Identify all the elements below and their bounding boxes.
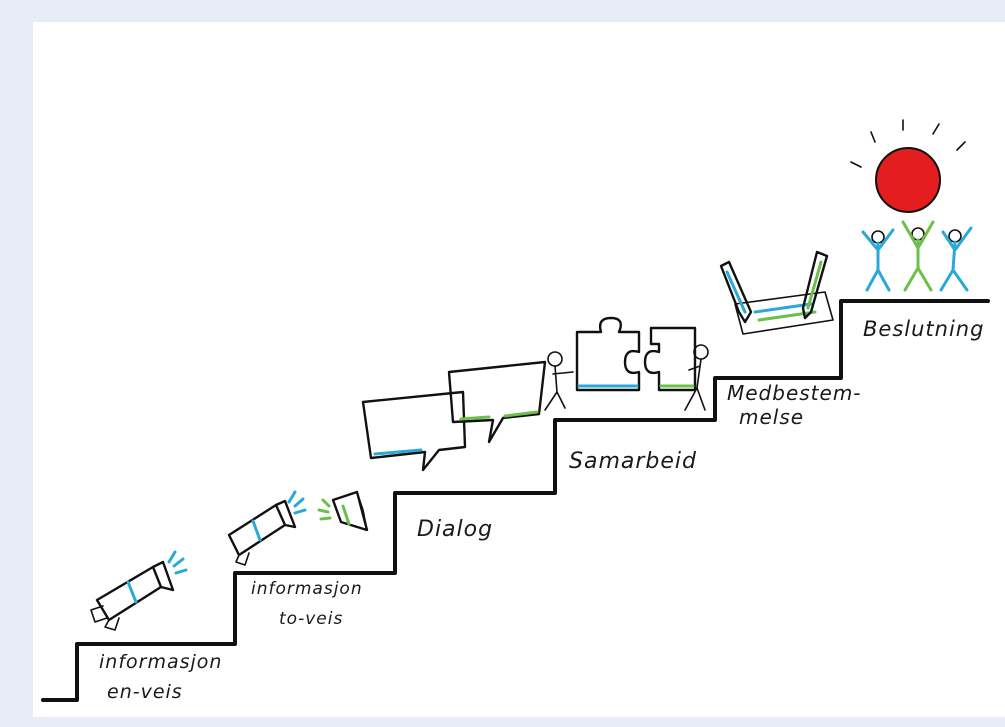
- step-label-samarbeid: Samarbeid: [569, 449, 697, 474]
- lightbulb-people-icon: [851, 120, 971, 290]
- step-label-informasjon-to-veis: informasjon: [251, 579, 363, 599]
- step-label-dialog: Dialog: [417, 517, 493, 542]
- step-label-informasjon-to-veis-line2: to-veis: [279, 609, 343, 629]
- pencils-document-icon: [721, 252, 833, 334]
- step-label-beslutning: Beslutning: [863, 317, 984, 341]
- illustration-card: informasjon en-veis informasjon to-veis …: [33, 22, 1005, 717]
- megaphone-icon: [91, 552, 186, 630]
- step-label-informasjon-en-veis-line2: en-veis: [107, 681, 183, 703]
- step-label-medbestemmelse: Medbestem-: [727, 381, 862, 405]
- step-label-medbestemmelse-line2: melse: [739, 405, 804, 429]
- step-label-informasjon-en-veis: informasjon: [99, 651, 222, 673]
- staircase-line: [43, 301, 988, 700]
- speech-bubbles-icon: [363, 362, 545, 470]
- two-megaphones-icon: [229, 492, 367, 565]
- staircase-illustration: informasjon en-veis informasjon to-veis …: [33, 22, 1005, 717]
- puzzle-pieces-icon: [545, 318, 708, 410]
